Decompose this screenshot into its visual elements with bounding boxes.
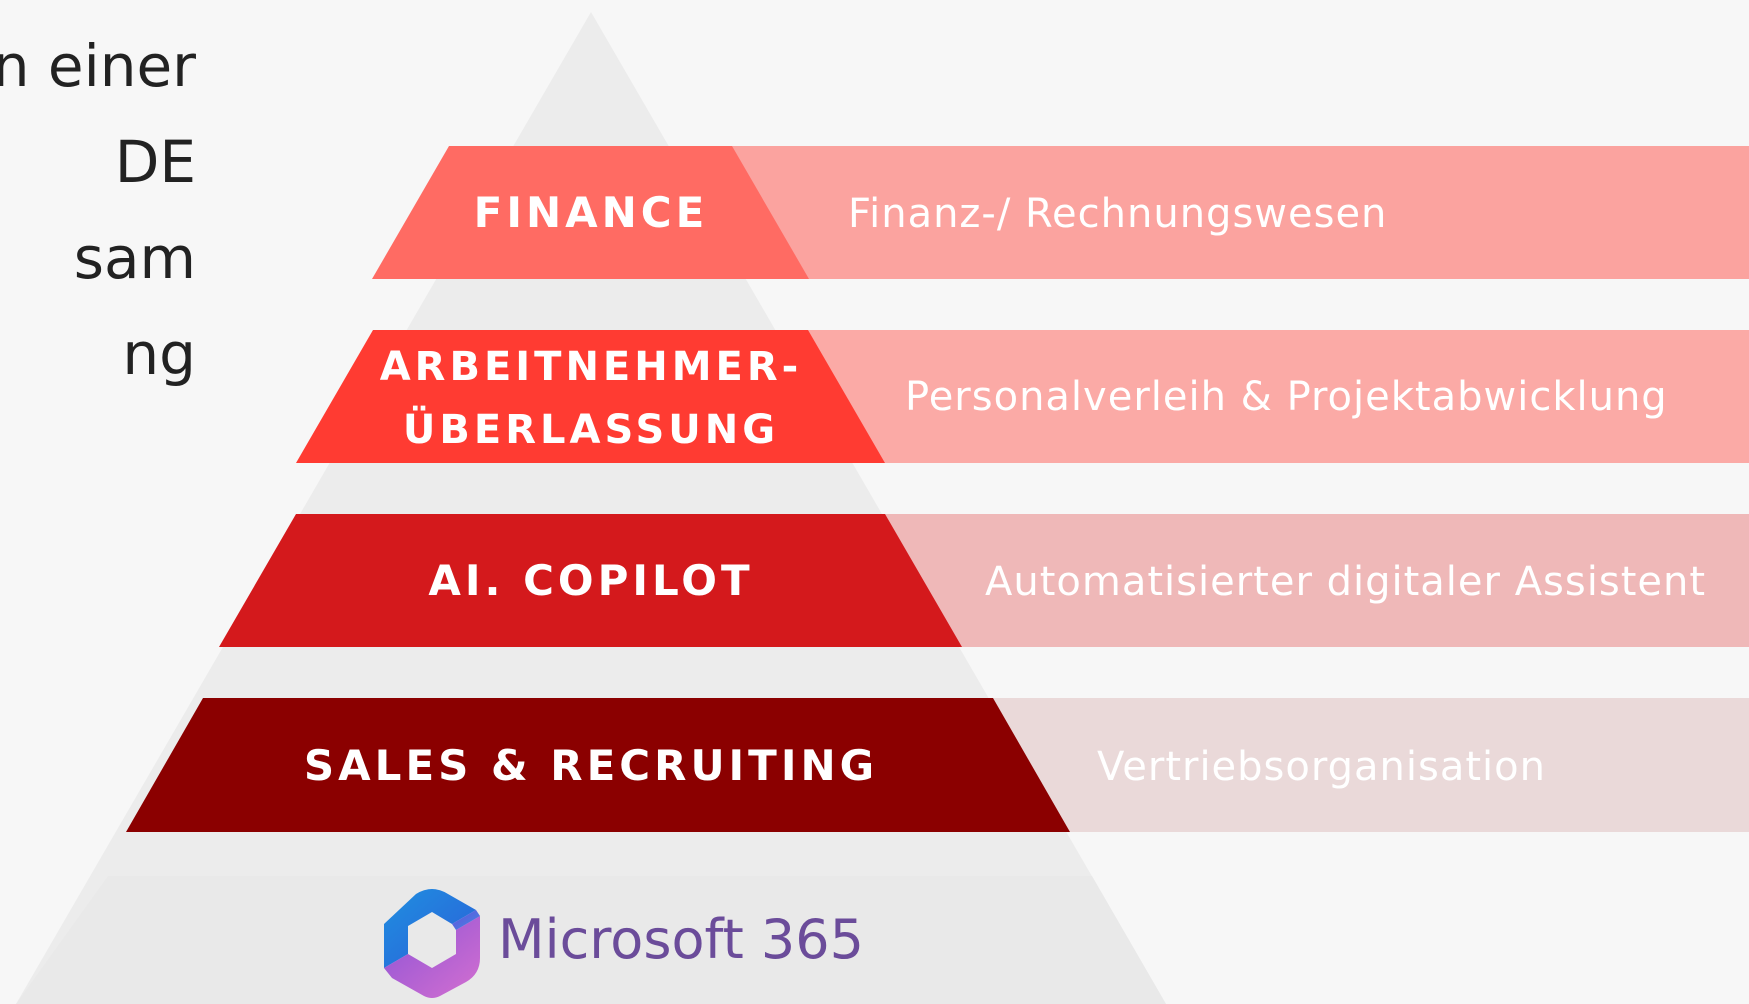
side-text-line: DE <box>114 128 196 196</box>
tier-description: Finanz-/ Rechnungswesen <box>848 191 1387 237</box>
pyramid-base-block <box>16 876 1166 1004</box>
tier-description: Personalverleih & Projektabwicklung <box>905 374 1668 420</box>
tier-description: Vertriebsorganisation <box>1097 744 1546 790</box>
tier-trapezoid <box>296 330 885 463</box>
microsoft-365-logo-icon <box>384 889 480 998</box>
tier-label: ARBEITNEHMER- <box>380 344 803 390</box>
side-text-line: ng <box>122 320 196 388</box>
tier-trapezoid <box>126 698 1070 832</box>
tier-label: FINANCE <box>474 188 709 237</box>
partial-side-text: n einer DE sam ng <box>0 18 196 402</box>
tier-label: ÜBERLASSUNG <box>403 405 779 453</box>
tier-sales-recruiting: SALES & RECRUITING Vertriebsorganisation <box>126 698 1749 832</box>
tier-description-band <box>960 698 1749 832</box>
tier-ai-copilot: AI. COPILOT Automatisierter digitaler As… <box>219 514 1749 647</box>
tier-arbeitnehmerueberlassung: ARBEITNEHMER- ÜBERLASSUNG Personalverlei… <box>296 330 1749 463</box>
tier-description-band <box>860 514 1749 647</box>
tier-trapezoid <box>372 146 809 279</box>
tier-finance: FINANCE Finanz-/ Rechnungswesen <box>372 146 1749 279</box>
tier-label: SALES & RECRUITING <box>304 741 878 790</box>
tier-description-band <box>700 146 1749 279</box>
tier-label: AI. COPILOT <box>428 556 753 605</box>
side-text-line: sam <box>73 224 196 292</box>
microsoft-365-label: Microsoft 365 <box>498 908 864 971</box>
side-text-line: n einer <box>0 32 196 100</box>
tier-description: Automatisierter digitaler Assistent <box>985 559 1706 605</box>
tier-description-band <box>780 330 1749 463</box>
tier-trapezoid <box>219 514 962 647</box>
